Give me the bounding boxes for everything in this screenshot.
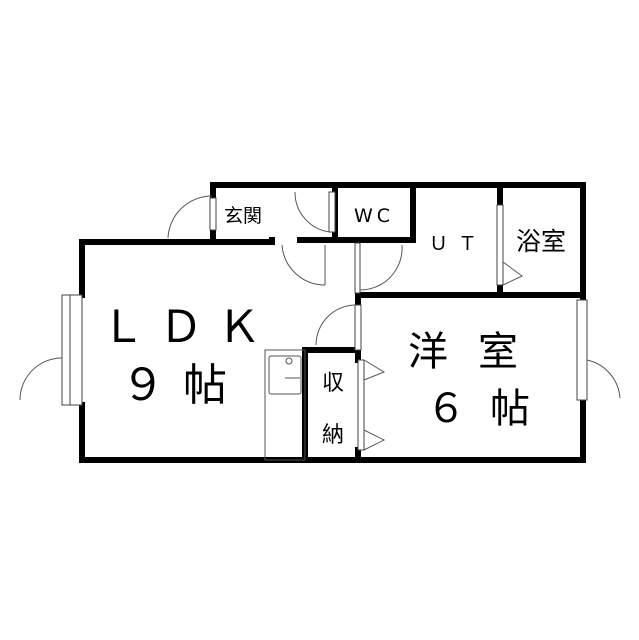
wc-label: WC xyxy=(354,205,394,227)
genkan-label: 玄関 xyxy=(224,205,262,227)
ldk-window xyxy=(19,294,83,406)
western-label: 洋室 xyxy=(408,329,548,375)
wc-door xyxy=(294,191,336,233)
entrance-door xyxy=(167,195,217,239)
closet-label-1: 収 xyxy=(322,371,344,396)
closet-doors xyxy=(357,359,386,451)
ldk-size-label: ９帖 xyxy=(121,360,245,411)
walls xyxy=(79,182,586,463)
closet-label-2: 納 xyxy=(322,423,344,448)
western-window xyxy=(576,299,621,401)
western-door xyxy=(315,304,362,351)
bath-door xyxy=(496,204,523,286)
ldk-label: ＬＤＫ xyxy=(101,302,275,353)
hall-door xyxy=(281,244,326,286)
ut-door xyxy=(354,242,403,294)
ut-label: ＵＴ xyxy=(429,233,487,255)
western-size-label: ６帖 xyxy=(426,386,554,432)
bath-label: 浴室 xyxy=(516,227,566,256)
kitchen-counter xyxy=(264,349,306,461)
